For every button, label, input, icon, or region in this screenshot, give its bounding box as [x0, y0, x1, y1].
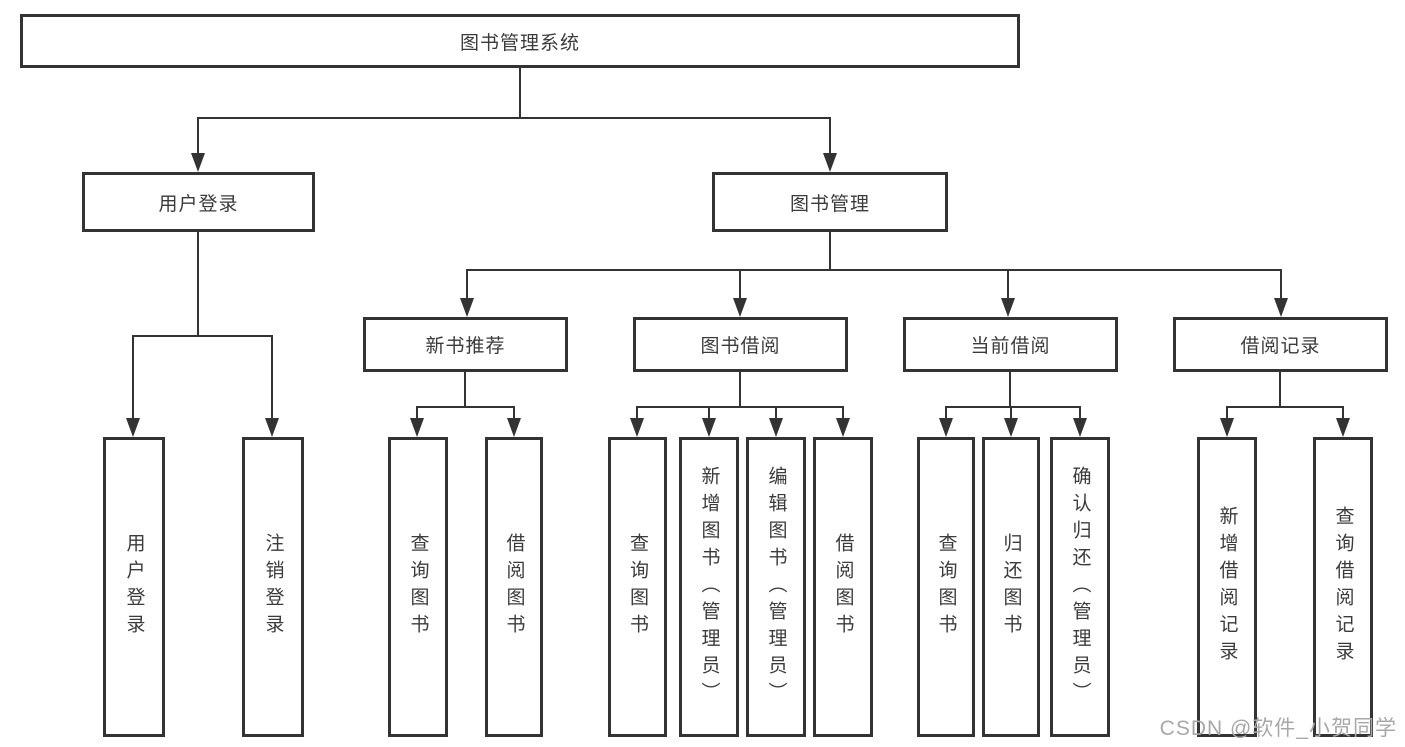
- leaf-user-login: 用户登录: [103, 437, 165, 737]
- arrow-down-icon: [507, 418, 521, 437]
- leaf-confirm-return-admin: 确认归还（管理员）: [1050, 437, 1110, 737]
- node-label: 用户登录: [158, 193, 239, 215]
- leaf-label: 借阅图书: [832, 533, 854, 641]
- connector: [1280, 269, 1282, 299]
- leaf-borrow-books: 借阅图书: [485, 437, 543, 737]
- leaf-label: 新增借阅记录: [1216, 506, 1238, 668]
- leaf-label: 查询图书: [935, 533, 957, 641]
- node-book-borrowing: 图书借阅: [633, 317, 848, 372]
- node-label: 图书借阅: [700, 336, 781, 357]
- node-current-borrowing: 当前借阅: [903, 317, 1118, 372]
- node-user-login: 用户登录: [82, 172, 315, 232]
- connector: [945, 406, 1081, 408]
- leaf-return-books: 归还图书: [982, 437, 1040, 737]
- leaf-query-books: 查询图书: [388, 437, 448, 737]
- connector: [513, 406, 515, 419]
- connector: [197, 232, 199, 336]
- arrow-down-icon: [126, 418, 140, 437]
- connector: [708, 406, 710, 419]
- connector: [1279, 372, 1281, 407]
- leaf-edit-books-admin: 编辑图书（管理员）: [746, 437, 806, 737]
- connector: [1342, 406, 1344, 419]
- arrow-down-icon: [939, 418, 953, 437]
- node-label: 新书推荐: [425, 336, 506, 357]
- connector: [1226, 406, 1344, 408]
- node-label: 借阅记录: [1240, 336, 1321, 357]
- connector: [829, 232, 831, 270]
- connector: [132, 335, 273, 337]
- node-label: 图书管理: [789, 193, 870, 215]
- arrow-down-icon: [191, 153, 205, 172]
- leaf-query-books: 查询图书: [608, 437, 667, 737]
- watermark: CSDN @软件_小贺同学: [1159, 717, 1397, 740]
- leaf-query-books: 查询图书: [917, 437, 975, 737]
- connector: [464, 372, 466, 407]
- connector: [775, 406, 777, 419]
- connector: [1009, 372, 1011, 407]
- connector: [945, 406, 947, 419]
- connector: [466, 269, 1282, 271]
- leaf-add-borrow-record: 新增借阅记录: [1197, 437, 1257, 737]
- leaf-logout: 注销登录: [242, 437, 304, 737]
- leaf-label: 借阅图书: [503, 533, 525, 641]
- arrow-down-icon: [1073, 418, 1087, 437]
- leaf-query-borrow-record: 查询借阅记录: [1313, 437, 1373, 737]
- connector: [271, 335, 273, 419]
- connector: [636, 406, 844, 408]
- leaf-label: 编辑图书（管理员）: [765, 465, 787, 709]
- connector: [416, 406, 418, 419]
- node-label: 当前借阅: [970, 336, 1051, 357]
- arrow-down-icon: [265, 418, 279, 437]
- node-book-management: 图书管理: [712, 172, 948, 232]
- arrow-down-icon: [1274, 298, 1288, 317]
- leaf-label: 查询图书: [407, 533, 429, 641]
- arrow-down-icon: [460, 298, 474, 317]
- connector: [466, 269, 468, 299]
- arrow-down-icon: [410, 418, 424, 437]
- connector: [842, 406, 844, 419]
- leaf-label: 注销登录: [262, 533, 284, 641]
- arrow-down-icon: [1001, 298, 1015, 317]
- connector: [1079, 406, 1081, 419]
- leaf-label: 用户登录: [123, 533, 145, 641]
- node-label: 图书管理系统: [459, 32, 580, 54]
- connector: [636, 406, 638, 419]
- arrow-down-icon: [823, 153, 837, 172]
- arrow-down-icon: [1220, 418, 1234, 437]
- node-new-book-recommendation: 新书推荐: [363, 317, 568, 372]
- connector: [1007, 269, 1009, 299]
- leaf-label: 查询借阅记录: [1332, 506, 1354, 668]
- arrow-down-icon: [733, 298, 747, 317]
- arrow-down-icon: [702, 418, 716, 437]
- connector: [197, 117, 199, 154]
- leaf-borrow-books: 借阅图书: [813, 437, 873, 737]
- connector: [132, 335, 134, 419]
- connector: [519, 68, 521, 118]
- leaf-add-books-admin: 新增图书（管理员）: [679, 437, 739, 737]
- connector: [197, 117, 831, 119]
- arrow-down-icon: [630, 418, 644, 437]
- arrow-down-icon: [1336, 418, 1350, 437]
- leaf-label: 确认归还（管理员）: [1069, 465, 1091, 709]
- leaf-label: 新增图书（管理员）: [698, 465, 720, 709]
- leaf-label: 查询图书: [627, 533, 648, 641]
- connector: [829, 117, 831, 154]
- arrow-down-icon: [1004, 418, 1018, 437]
- connector: [416, 406, 515, 408]
- connector: [739, 372, 741, 407]
- arrow-down-icon: [769, 418, 783, 437]
- leaf-label: 归还图书: [1000, 533, 1022, 641]
- node-library-management-system: 图书管理系统: [20, 14, 1020, 68]
- connector: [1010, 406, 1012, 419]
- connector: [1226, 406, 1228, 419]
- connector: [739, 269, 741, 299]
- arrow-down-icon: [836, 418, 850, 437]
- node-borrowing-records: 借阅记录: [1173, 317, 1388, 372]
